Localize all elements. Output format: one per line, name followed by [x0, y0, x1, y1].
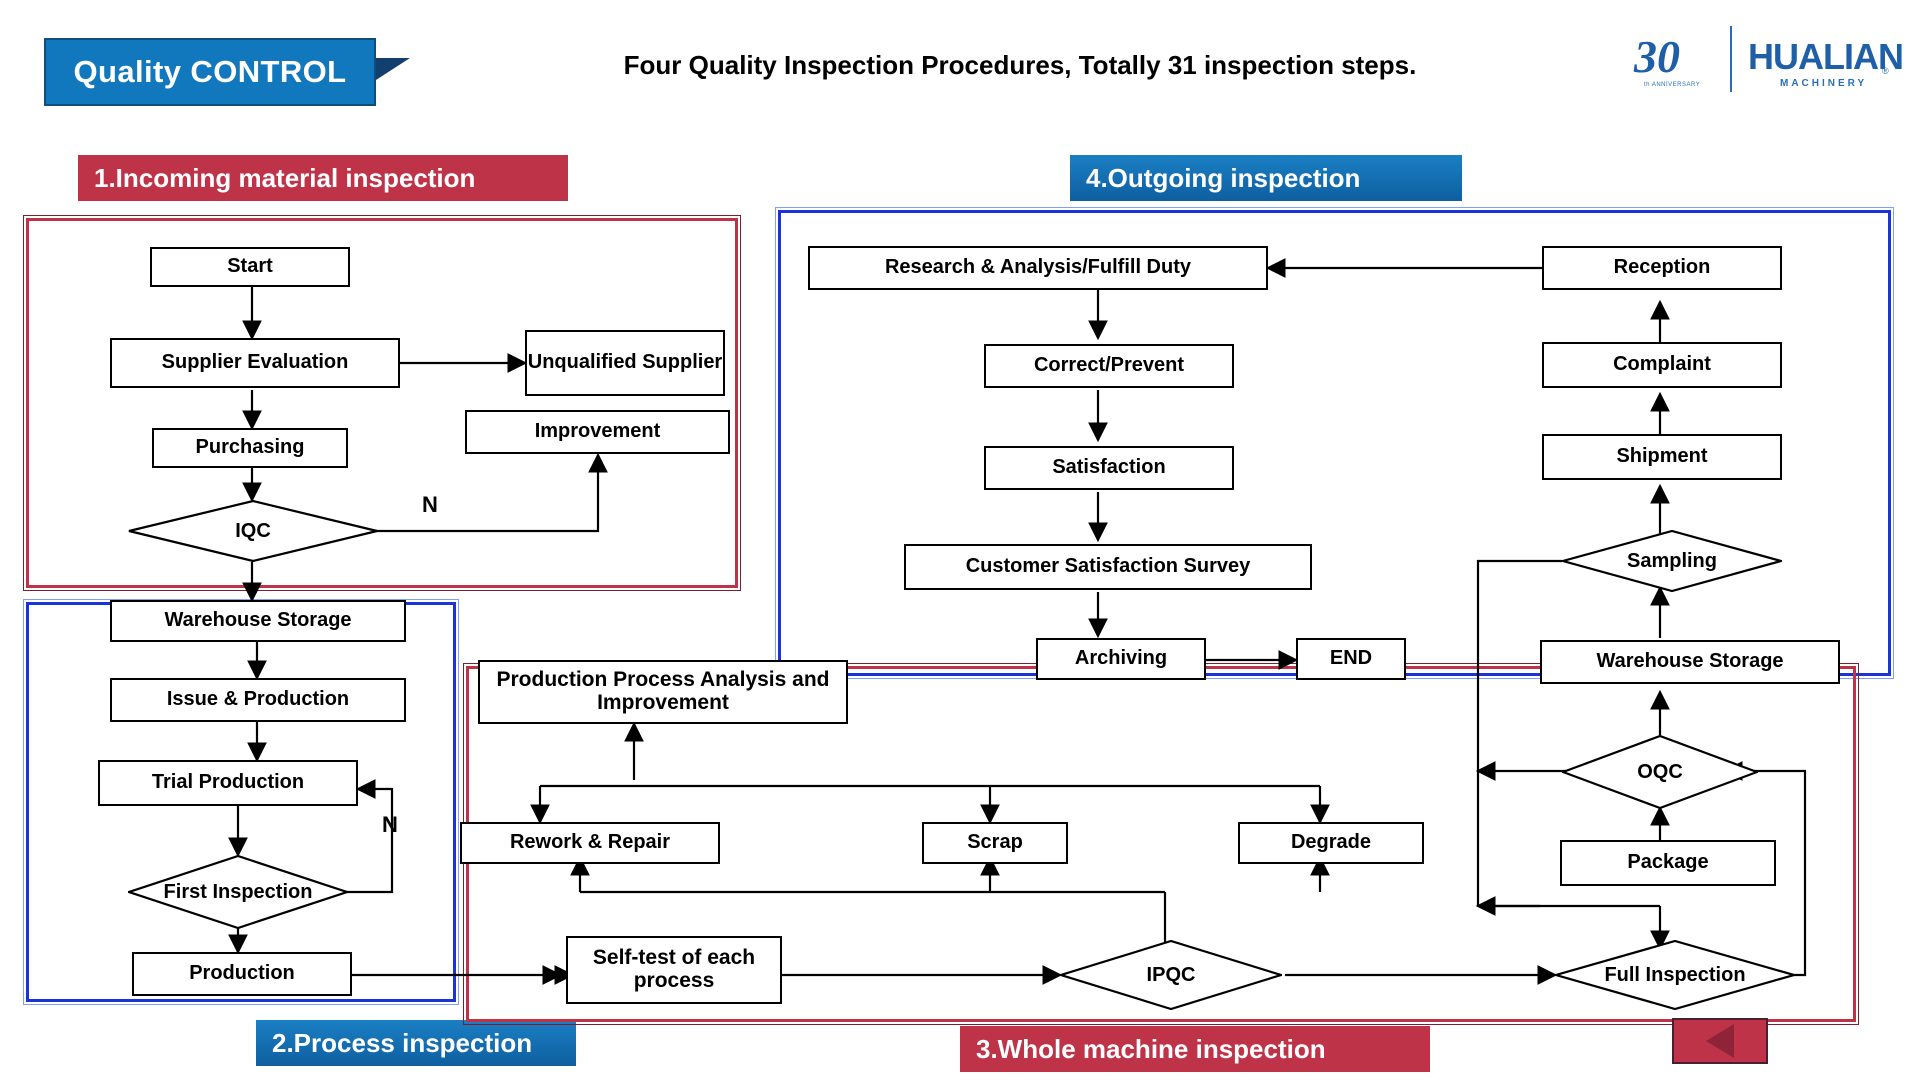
node-research-analysis-fulfill-duty[interactable]: Research & Analysis/Fulfill Duty — [808, 246, 1268, 290]
brand-name: HUALIAN — [1748, 36, 1904, 77]
node-end[interactable]: END — [1296, 638, 1406, 680]
node-first-inspection-label: First Inspection — [163, 880, 313, 903]
logo-divider — [1730, 26, 1732, 92]
node-iqc-label: IQC — [235, 519, 271, 542]
node-iqc[interactable]: IQC — [128, 500, 378, 562]
node-degrade[interactable]: Degrade — [1238, 822, 1424, 864]
section-chip-label: 1.Incoming material inspection — [94, 162, 476, 193]
section-chip-process-inspection[interactable]: 2.Process inspection — [256, 1020, 576, 1066]
section-chip-label: 2.Process inspection — [272, 1027, 533, 1058]
section-chip-outgoing-inspection[interactable]: 4.Outgoing inspection — [1070, 155, 1462, 201]
section-frame-incoming-material-inspection — [23, 215, 741, 591]
node-improvement[interactable]: Improvement — [465, 410, 730, 454]
node-customer-satisfaction-survey[interactable]: Customer Satisfaction Survey — [904, 544, 1312, 590]
node-issue-and-production[interactable]: Issue & Production — [110, 678, 406, 722]
node-rework-and-repair[interactable]: Rework & Repair — [460, 822, 720, 864]
node-trial-production[interactable]: Trial Production — [98, 760, 358, 806]
node-ipqc-label: IPQC — [1146, 963, 1196, 986]
edge-label-iqc-no: N — [422, 492, 438, 517]
node-production[interactable]: Production — [132, 952, 352, 996]
node-oqc-label: OQC — [1637, 760, 1683, 783]
node-start[interactable]: Start — [150, 247, 350, 287]
company-logo: 30 th ANNIVERSARY HUALIAN MACHINERY ® — [1630, 22, 1904, 98]
section-chip-incoming-material-inspection[interactable]: 1.Incoming material inspection — [78, 155, 568, 201]
node-package[interactable]: Package — [1560, 840, 1776, 886]
node-scrap[interactable]: Scrap — [922, 822, 1068, 864]
node-warehouse-storage-incoming[interactable]: Warehouse Storage — [110, 600, 406, 642]
node-warehouse-storage-outgoing[interactable]: Warehouse Storage — [1540, 640, 1840, 684]
edge-label-first-inspection-no: N — [382, 812, 398, 837]
node-full-inspection[interactable]: Full Inspection — [1555, 940, 1795, 1010]
node-correct-prevent[interactable]: Correct/Prevent — [984, 344, 1234, 388]
node-supplier-evaluation[interactable]: Supplier Evaluation — [110, 338, 400, 388]
node-satisfaction[interactable]: Satisfaction — [984, 446, 1234, 490]
quality-control-badge-label: Quality CONTROL — [73, 54, 347, 89]
registered-trademark-icon: ® — [1882, 66, 1889, 76]
section-chip-label: 4.Outgoing inspection — [1086, 162, 1361, 193]
node-self-test-of-each-process[interactable]: Self-test of each process — [566, 936, 782, 1004]
quality-control-badge: Quality CONTROL — [44, 38, 376, 106]
badge-arrow-icon — [376, 58, 410, 102]
node-reception[interactable]: Reception — [1542, 246, 1782, 290]
back-button[interactable] — [1672, 1018, 1768, 1064]
triangle-left-icon — [1706, 1024, 1734, 1058]
node-purchasing[interactable]: Purchasing — [152, 428, 348, 468]
node-archiving[interactable]: Archiving — [1036, 638, 1206, 680]
node-sampling[interactable]: Sampling — [1562, 530, 1782, 592]
brand-tagline: MACHINERY — [1780, 78, 1868, 89]
anniversary-mark: 30 — [1634, 31, 1680, 82]
node-sampling-label: Sampling — [1626, 549, 1717, 572]
node-production-process-analysis-and-improvement[interactable]: Production Process Analysis and Improvem… — [478, 660, 848, 724]
section-chip-whole-machine-inspection[interactable]: 3.Whole machine inspection — [960, 1026, 1430, 1072]
section-chip-label: 3.Whole machine inspection — [976, 1033, 1326, 1064]
node-oqc[interactable]: OQC — [1562, 735, 1758, 809]
node-complaint[interactable]: Complaint — [1542, 342, 1782, 388]
node-shipment[interactable]: Shipment — [1542, 434, 1782, 480]
node-first-inspection[interactable]: First Inspection — [128, 855, 348, 929]
anniversary-sub-label: th ANNIVERSARY — [1644, 82, 1701, 88]
page-title: Four Quality Inspection Procedures, Tota… — [623, 50, 1417, 80]
node-unqualified-supplier[interactable]: Unqualified Supplier — [525, 330, 725, 396]
node-full-inspection-label: Full Inspection — [1604, 963, 1746, 986]
node-ipqc[interactable]: IPQC — [1060, 940, 1282, 1010]
